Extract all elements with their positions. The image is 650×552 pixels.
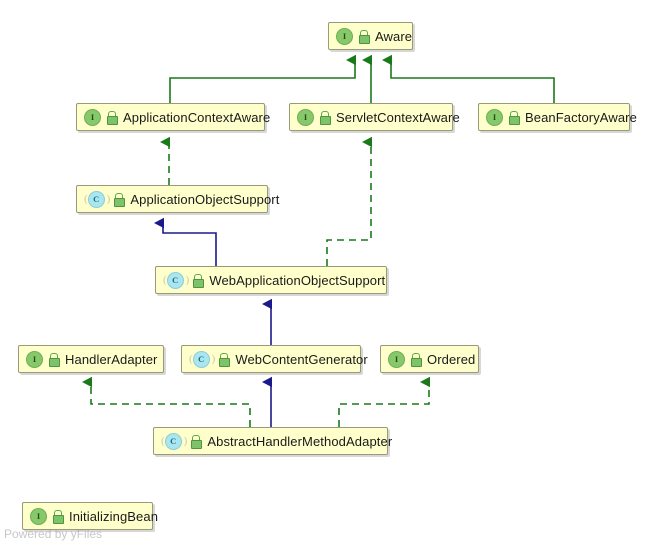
node-label: Ordered: [427, 351, 476, 367]
badge-paren-right: ): [185, 273, 190, 286]
node-beanfactoryaware[interactable]: I BeanFactoryAware: [478, 103, 637, 131]
node-applicationcontextaware[interactable]: I ApplicationContextAware: [76, 103, 270, 131]
node-initializingbean[interactable]: I InitializingBean: [22, 502, 158, 530]
interface-badge-icon: I: [388, 350, 405, 368]
public-lock-icon: [53, 510, 64, 524]
class-badge-icon: C: [87, 190, 105, 208]
edge-webapplicationobjectsupport-to-servletcontextaware: [326, 136, 372, 266]
interface-badge-icon: I: [486, 108, 503, 126]
public-lock-icon: [114, 193, 126, 207]
node-label: ServletContextAware: [336, 109, 460, 125]
public-lock-icon: [49, 353, 60, 367]
node-applicationobjectsupport[interactable]: ( C ) ApplicationObjectSupport: [76, 185, 279, 213]
node-label: Aware: [375, 28, 413, 44]
node-ordered[interactable]: I Ordered: [380, 345, 479, 373]
edge-abstracthandlermethodadapter-to-handleradapter: [82, 376, 251, 427]
interface-badge-icon: I: [30, 507, 47, 525]
public-lock-icon: [359, 30, 370, 44]
interface-badge-icon: I: [297, 108, 314, 126]
node-label: InitializingBean: [69, 508, 159, 524]
edge-applicationcontextaware-to-aware: [169, 54, 356, 103]
node-label: AbstractHandlerMethodAdapter: [207, 433, 393, 449]
node-label: ApplicationObjectSupport: [130, 191, 280, 207]
node-label: WebApplicationObjectSupport: [209, 272, 386, 288]
public-lock-icon: [191, 435, 203, 449]
interface-badge-icon: I: [336, 27, 353, 45]
public-lock-icon: [219, 353, 231, 367]
badge-paren-left: (: [84, 192, 88, 205]
public-lock-icon: [193, 274, 205, 288]
class-badge-icon: C: [166, 271, 184, 289]
node-label: ApplicationContextAware: [123, 109, 271, 125]
badge-paren-left: (: [189, 352, 193, 365]
node-webcontentgenerator[interactable]: ( C ) WebContentGenerator: [181, 345, 368, 373]
public-lock-icon: [509, 111, 520, 125]
edge-realization-solid-group: [169, 54, 555, 103]
badge-paren-right: ): [211, 352, 216, 365]
edge-beanfactoryaware-to-aware: [382, 54, 555, 103]
node-label: BeanFactoryAware: [525, 109, 637, 125]
badge-paren-left: (: [161, 434, 165, 447]
node-aware[interactable]: I Aware: [328, 22, 413, 50]
interface-badge-icon: I: [84, 108, 101, 126]
public-lock-icon: [411, 353, 422, 367]
edge-abstracthandlermethodadapter-to-ordered: [338, 376, 430, 427]
node-webapplicationobjectsupport[interactable]: ( C ) WebApplicationObjectSupport: [155, 266, 387, 294]
public-lock-icon: [107, 111, 118, 125]
class-badge-icon: C: [164, 432, 182, 450]
interface-badge-icon: I: [26, 350, 43, 368]
edge-webapplicationobjectsupport-to-applicationobjectsupport: [154, 217, 217, 266]
badge-paren-left: (: [163, 273, 167, 286]
badge-paren-right: ): [183, 434, 188, 447]
public-lock-icon: [320, 111, 331, 125]
node-label: WebContentGenerator: [235, 351, 368, 367]
yfiles-watermark: Powered by yFiles: [4, 527, 103, 541]
edge-generalization-group: [154, 217, 272, 427]
node-abstracthandlermethodadapter[interactable]: ( C ) AbstractHandlerMethodAdapter: [153, 427, 392, 455]
badge-paren-right: ): [106, 192, 111, 205]
node-handleradapter[interactable]: I HandlerAdapter: [18, 345, 164, 373]
class-badge-icon: C: [192, 350, 210, 368]
node-servletcontextaware[interactable]: I ServletContextAware: [289, 103, 460, 131]
node-label: HandlerAdapter: [65, 351, 158, 367]
